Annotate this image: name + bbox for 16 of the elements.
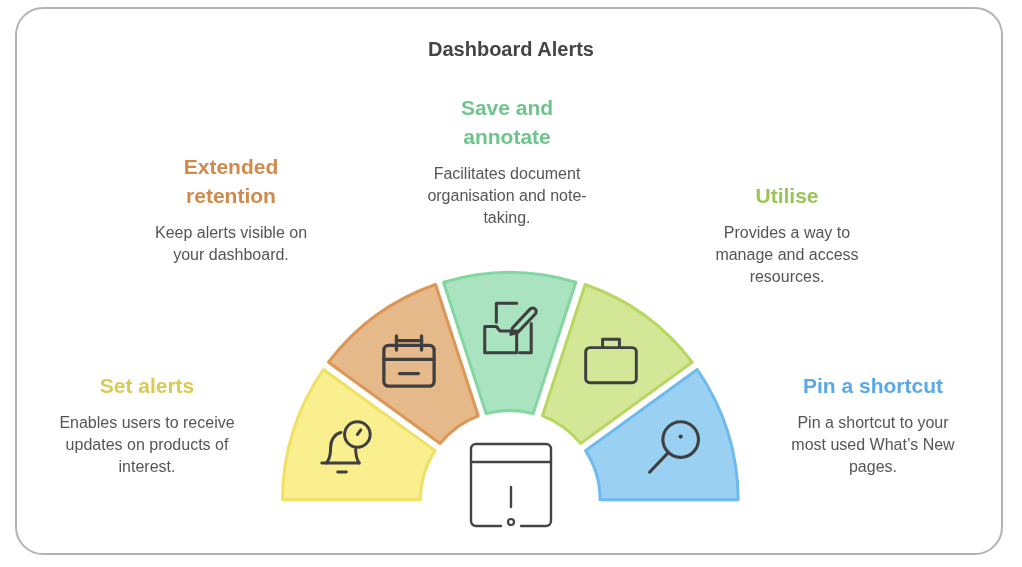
segment-description: Facilitates document organisation and note-taking. bbox=[426, 164, 588, 228]
segment-heading: Utilise bbox=[755, 183, 819, 209]
segment-description: Provides a way to manage and access resources. bbox=[714, 223, 860, 287]
fan-segment bbox=[280, 368, 437, 502]
fan-segment bbox=[540, 283, 694, 445]
segment-heading: Set alerts bbox=[99, 373, 195, 399]
segment-heading: Extended retention bbox=[182, 154, 280, 209]
segment-heading: Save and annotate bbox=[459, 95, 555, 150]
fan-segment bbox=[326, 283, 480, 445]
fan-segment bbox=[442, 270, 578, 415]
segment-heading: Pin a shortcut bbox=[803, 373, 943, 399]
segment-description: Pin a shortcut to your most used What’s New pages. bbox=[790, 413, 956, 477]
diagram-title: Dashboard Alerts bbox=[428, 38, 594, 61]
segment-description: Keep alerts visible on your dashboard. bbox=[153, 223, 309, 265]
segment-description: Enables users to receive updates on products of interest. bbox=[58, 413, 236, 477]
fan-segment bbox=[583, 368, 740, 502]
